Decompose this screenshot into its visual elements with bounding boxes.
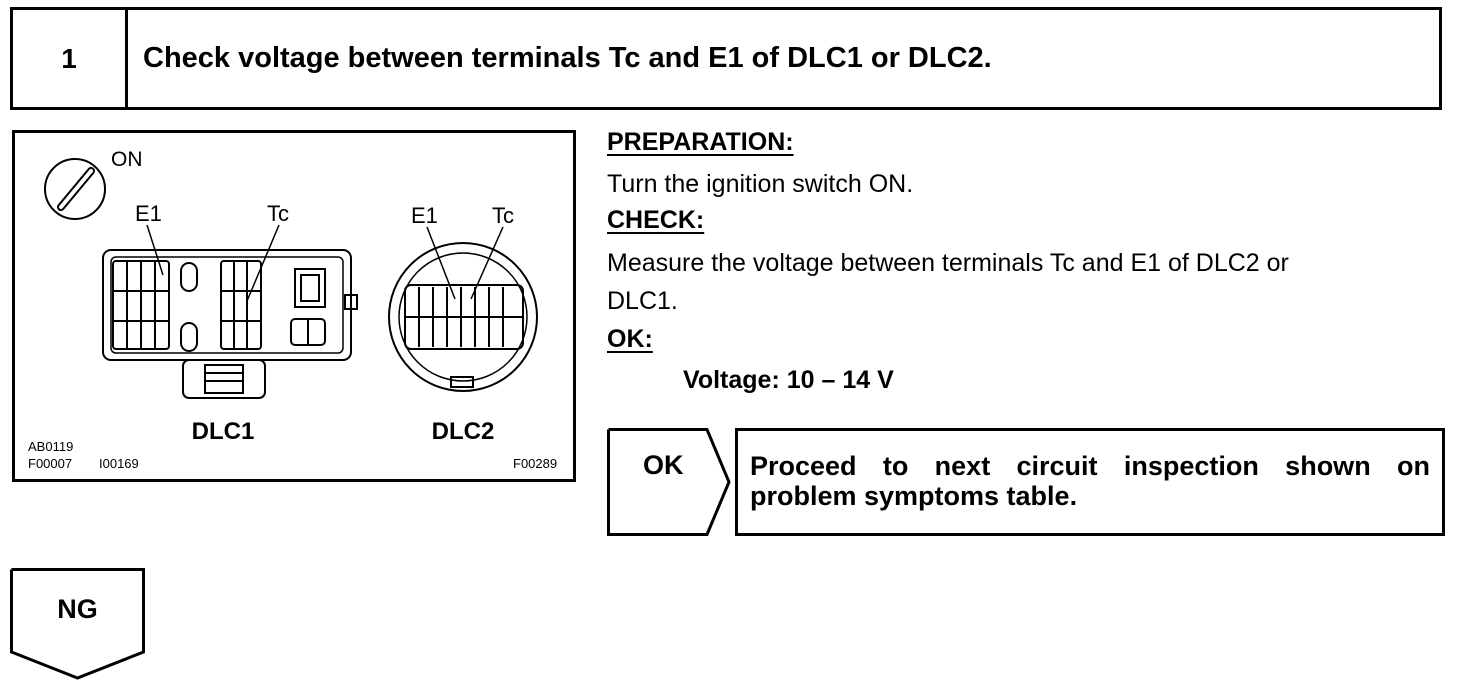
figure-code-2: F00007 xyxy=(28,456,72,471)
check-text-line2: DLC1. xyxy=(607,287,678,315)
ng-branch-tag: NG xyxy=(10,568,150,680)
step-number: 1 xyxy=(13,10,128,107)
step-header: 1 Check voltage between terminals Tc and… xyxy=(10,7,1442,110)
figure-code-3: I00169 xyxy=(99,456,139,471)
dlc2-tc-label: Tc xyxy=(492,203,514,228)
step-title: Check voltage between terminals Tc and E… xyxy=(143,42,992,74)
figure-code-1: AB0119 xyxy=(28,439,73,454)
dlc1-e1-label: E1 xyxy=(135,201,162,226)
check-text-line1: Measure the voltage between terminals Tc… xyxy=(607,249,1289,277)
ok-label: OK: xyxy=(607,325,653,353)
connector-diagram: ON E1 Tc xyxy=(28,148,557,471)
ng-tag-label: NG xyxy=(57,594,98,624)
ok-spec: Voltage: 10 – 14 V xyxy=(683,366,894,394)
ok-action-text: Proceed to next circuit inspection shown… xyxy=(750,451,1430,511)
preparation-text: Turn the ignition switch ON. xyxy=(607,170,914,198)
dlc1-name: DLC1 xyxy=(192,418,255,445)
dlc1-connector xyxy=(102,249,358,399)
dlc1-tc-label: Tc xyxy=(267,201,289,226)
switch-on-label: ON xyxy=(111,148,143,171)
ignition-key-icon xyxy=(44,158,106,220)
check-label: CHECK: xyxy=(607,206,705,234)
dlc2-e1-label: E1 xyxy=(411,203,438,228)
figure-code-4: F00289 xyxy=(513,456,557,471)
connector-figure: ON E1 Tc xyxy=(12,130,576,482)
ok-branch-tag: OK xyxy=(607,428,731,536)
ok-tag-label: OK xyxy=(643,450,684,480)
ok-action-box: Proceed to next circuit inspection shown… xyxy=(735,428,1445,536)
preparation-label: PREPARATION: xyxy=(607,128,794,156)
dlc2-name: DLC2 xyxy=(432,418,495,445)
dlc2-connector xyxy=(388,242,538,392)
